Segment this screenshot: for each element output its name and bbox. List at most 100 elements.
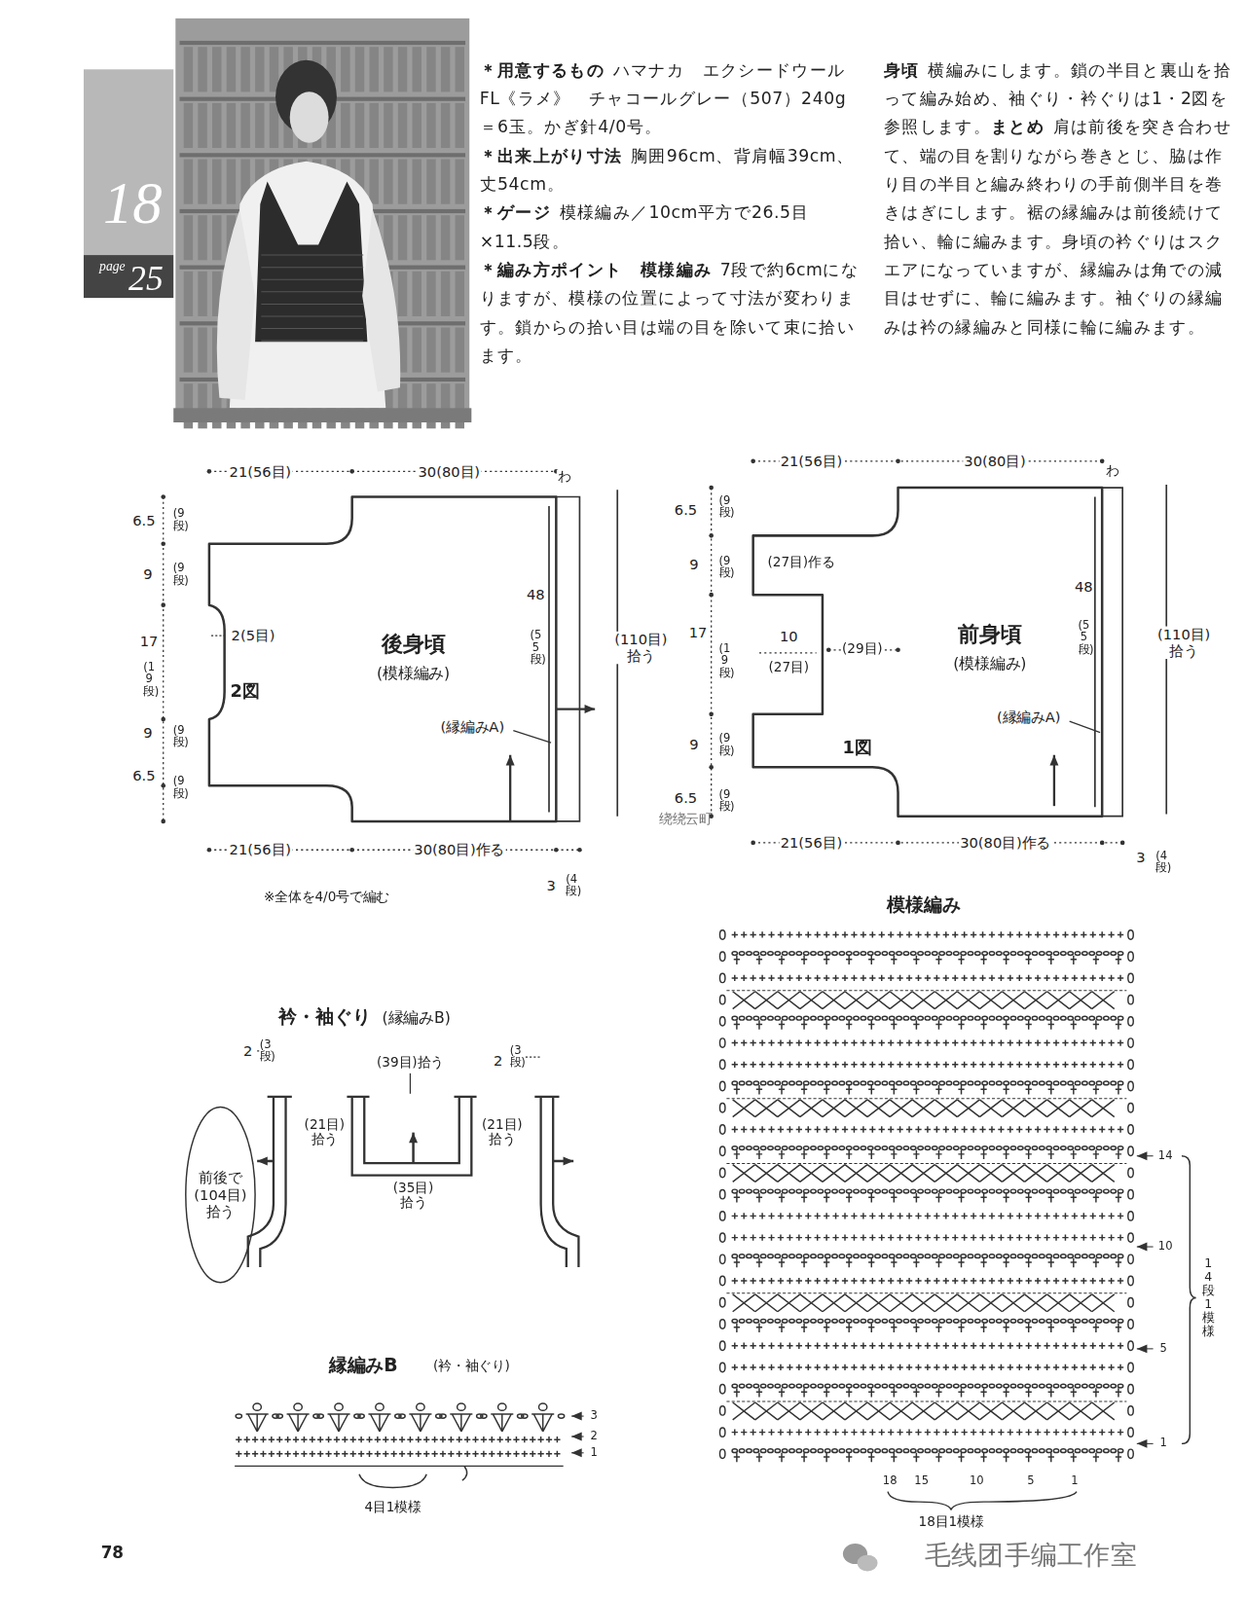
single-crochet [1007, 1343, 1014, 1350]
chain-stitch [1010, 1189, 1016, 1194]
single-crochet [842, 1212, 848, 1219]
photo-book [455, 46, 465, 92]
single-crochet [887, 1234, 894, 1241]
chain-stitch [1031, 1449, 1037, 1454]
chain-stitch [1110, 1384, 1116, 1389]
crossed-stitch [777, 1165, 801, 1183]
dimension-label: 17 [688, 624, 709, 642]
chart-base [234, 1465, 564, 1467]
crossed-stitch [1092, 1294, 1115, 1313]
crossed-stitch [844, 1294, 868, 1313]
chain-stitch [917, 1319, 923, 1323]
single-crochet [759, 1429, 766, 1435]
chain-stitch [946, 1449, 952, 1454]
chain-stitch [803, 1254, 808, 1259]
single-crochet [1080, 1429, 1087, 1435]
single-crochet [1053, 1343, 1060, 1350]
chain-stitch [781, 1146, 787, 1151]
double-crochet [1026, 1150, 1032, 1160]
chain-stitch [1039, 1189, 1045, 1194]
chain-stitch [753, 1319, 759, 1323]
single-crochet [1007, 1234, 1014, 1241]
single-crochet [1034, 975, 1041, 982]
turning-chain [1128, 973, 1134, 983]
chain-stitch [824, 1189, 830, 1194]
chain-stitch [1082, 1254, 1088, 1259]
single-crochet [1090, 975, 1097, 982]
arrow-head [1136, 1344, 1148, 1354]
turning-chain [719, 1168, 725, 1177]
single-crochet [879, 931, 885, 938]
chain-stitch [845, 1081, 851, 1086]
double-crochet [1115, 1020, 1122, 1029]
chain-stitch [738, 1319, 744, 1323]
arrow-head [1136, 1439, 1148, 1449]
double-crochet [913, 955, 919, 965]
double-crochet [845, 955, 852, 965]
chain-stitch [953, 1254, 959, 1259]
single-crochet [786, 1278, 793, 1284]
chain-stitch [853, 1319, 859, 1323]
turning-chain [719, 1233, 725, 1243]
edging-band [549, 497, 580, 822]
chain-stitch [1031, 1384, 1037, 1389]
chain-stitch [953, 952, 959, 956]
crossed-stitch [912, 1165, 935, 1183]
single-crochet [832, 1212, 839, 1219]
double-crochet [868, 955, 875, 965]
chain-stitch [867, 952, 873, 956]
vertical-dimension: 14段1模様 [1202, 1257, 1215, 1339]
single-crochet [805, 1039, 811, 1046]
chain-stitch [1018, 1384, 1024, 1389]
single-crochet [1090, 931, 1097, 938]
chain-stitch [1003, 1016, 1009, 1021]
dimension-label: ※全体を4/0号で編む [262, 890, 391, 907]
double-crochet [1115, 1150, 1122, 1160]
single-crochet [1090, 1234, 1097, 1241]
single-crochet [1016, 931, 1023, 938]
dc-cluster [246, 1414, 269, 1432]
single-crochet [887, 1429, 894, 1435]
single-crochet [1107, 1364, 1114, 1371]
chain-stitch [889, 1319, 895, 1323]
chain-stitch [917, 952, 923, 956]
chain-stitch [781, 1384, 787, 1389]
chain-stitch [1053, 1016, 1059, 1021]
front-piece: 前身頃(模様編み) [747, 479, 1131, 827]
single-crochet [970, 1039, 977, 1046]
crossed-stitch [1001, 1294, 1025, 1313]
chain-stitch [896, 1449, 902, 1454]
photo-book [226, 159, 236, 205]
single-crochet [768, 975, 774, 982]
dimension-label: 21(56目) [779, 834, 844, 851]
double-crochet [1026, 955, 1032, 965]
double-crochet [913, 1020, 919, 1029]
single-crochet [970, 931, 977, 938]
dimension-label: (縁編みA) [439, 718, 507, 735]
chain-stitch [881, 1254, 887, 1259]
chain-stitch [753, 952, 759, 956]
single-crochet [823, 1364, 830, 1371]
single-crochet [842, 1429, 848, 1435]
chain-stitch [867, 1016, 873, 1021]
single-crochet [1107, 1278, 1114, 1284]
chain-stitch [896, 1319, 902, 1323]
single-crochet [805, 1343, 811, 1350]
chain-stitch [1103, 1146, 1109, 1151]
chain-stitch [1067, 1081, 1073, 1086]
section-heading: 1図 [841, 737, 873, 758]
chain-stitch [853, 1449, 859, 1454]
chain-stitch [789, 1384, 795, 1389]
chain-stitch [1061, 1449, 1066, 1454]
single-crochet [943, 1212, 950, 1219]
photo-book [398, 215, 407, 260]
crossed-stitch [1069, 991, 1093, 1010]
dimension-label: 30(80目)作る [412, 842, 506, 859]
single-crochet [879, 1234, 885, 1241]
chain-stitch [1103, 1254, 1109, 1259]
single-crochet [979, 1429, 986, 1435]
turning-chain [719, 1103, 725, 1113]
chain-stitch [839, 952, 844, 956]
dc-cluster [531, 1414, 554, 1432]
single-crochet [832, 1234, 839, 1241]
